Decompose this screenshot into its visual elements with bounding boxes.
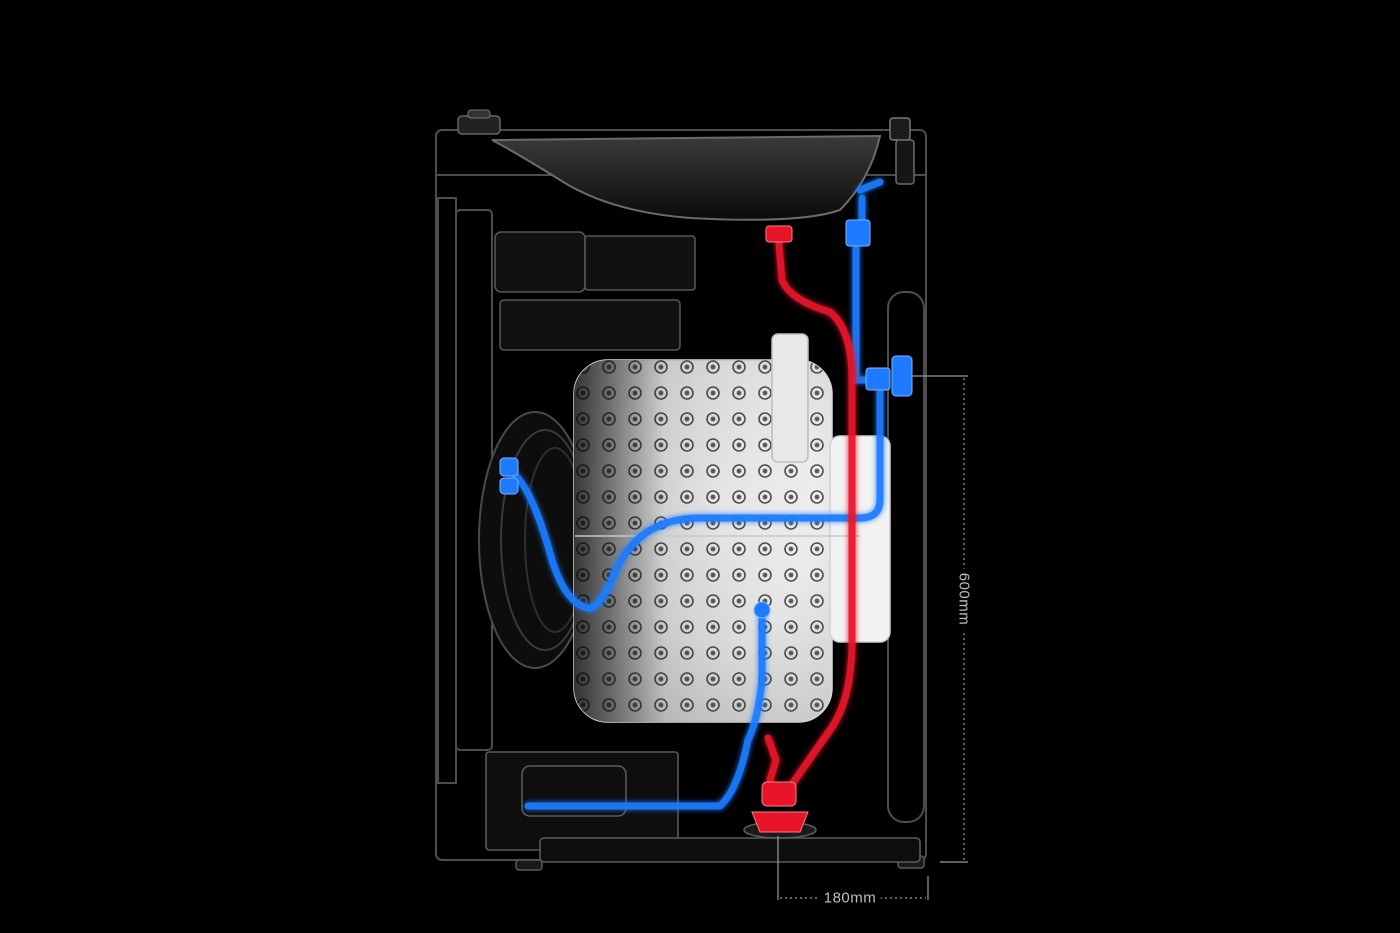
sink-basin	[491, 134, 882, 221]
cold-connector-mid-icon	[865, 367, 891, 391]
cold-inlet-valve-icon	[891, 355, 913, 397]
drain-outlet-valve-icon	[751, 811, 809, 833]
cold-nozzle-icon-2	[499, 477, 519, 495]
cold-water-pipe-upper	[504, 194, 884, 612]
cold-drum-port-icon	[753, 601, 771, 619]
height-dimension-label: 600mm	[956, 568, 973, 630]
base-plate	[539, 837, 921, 863]
cold-water-fittings	[499, 219, 913, 619]
drain-trap-icon	[761, 781, 797, 807]
detergent-tube	[771, 333, 809, 463]
upper-pump-assembly	[494, 231, 696, 351]
upper-cylinder	[494, 231, 586, 293]
washing-drum	[573, 333, 891, 723]
door-panel	[437, 197, 457, 784]
top-knob-icon	[457, 109, 501, 135]
hot-water-fittings	[751, 225, 809, 833]
duct	[584, 235, 696, 291]
sink-drain-connector-icon	[765, 225, 793, 243]
foot-left	[515, 859, 543, 871]
cold-water-pipe-lower	[524, 606, 766, 810]
width-dimension-label: 180mm	[819, 890, 881, 906]
drum-rear-hub	[829, 435, 891, 643]
cold-water-pipe-inlet	[856, 178, 884, 194]
middle-cylinder	[499, 299, 681, 351]
cold-water-line	[504, 178, 884, 810]
hot-water-pipe	[774, 228, 856, 794]
cold-connector-top-icon	[845, 219, 871, 247]
cold-nozzle-icon	[499, 457, 519, 477]
faucet-icon	[889, 117, 915, 185]
